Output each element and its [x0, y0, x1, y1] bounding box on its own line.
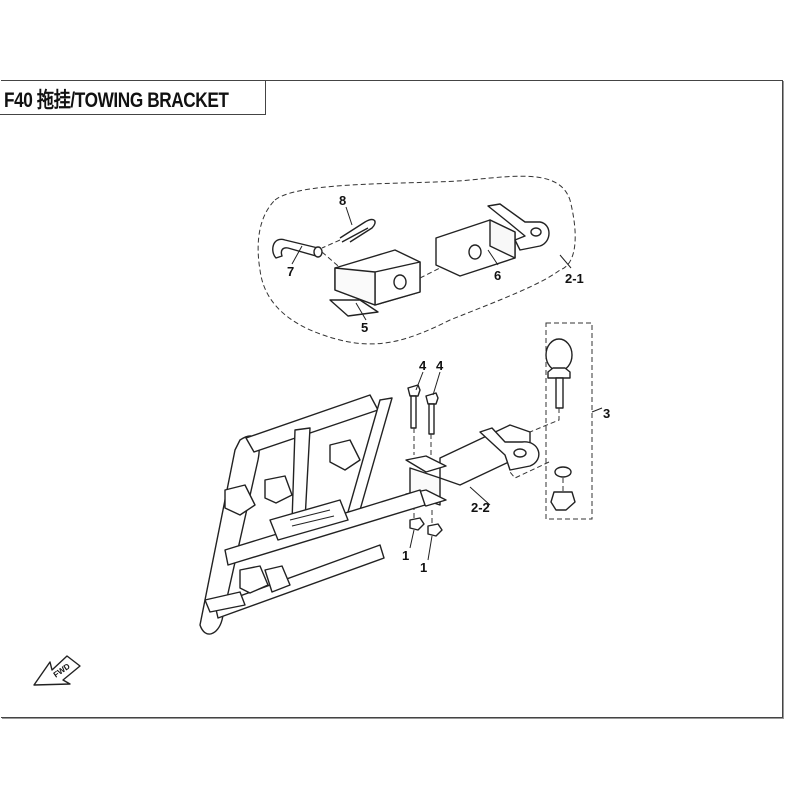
part-6-drawbar — [435, 203, 550, 277]
callout-5: 5 — [361, 320, 368, 335]
part-2-2-drawbar-assembly — [405, 424, 540, 507]
part-8-r-clip — [321, 218, 376, 249]
callout-1a: 1 — [402, 548, 409, 563]
drawing-frame — [1, 80, 783, 718]
part-5-receiver-bracket — [329, 249, 441, 317]
callout-4a: 4 — [419, 358, 427, 373]
callout-8: 8 — [339, 193, 346, 208]
callout-6: 6 — [494, 268, 501, 283]
part-4-bolts — [407, 384, 439, 460]
page-title: F40 拖挂/TOWING BRACKET — [4, 89, 229, 112]
part-1-flange-nuts — [409, 505, 443, 537]
leader-lines — [291, 206, 603, 561]
fwd-arrow-icon: FWD — [33, 655, 81, 686]
callout-2-2: 2-2 — [471, 500, 490, 515]
part-7-hitch-pin — [272, 238, 346, 273]
part-3-hitch-ball — [509, 338, 576, 511]
callout-2-1: 2-1 — [565, 271, 584, 286]
assembly-3-outline — [545, 322, 593, 520]
callout-7: 7 — [287, 264, 294, 279]
assembly-2-1-outline — [257, 175, 576, 345]
callout-4b: 4 — [436, 358, 444, 373]
title-box: F40 拖挂/TOWING BRACKET — [0, 80, 266, 115]
callout-3: 3 — [603, 406, 610, 421]
callout-1b: 1 — [420, 560, 427, 575]
vehicle-rear-frame — [199, 394, 426, 635]
